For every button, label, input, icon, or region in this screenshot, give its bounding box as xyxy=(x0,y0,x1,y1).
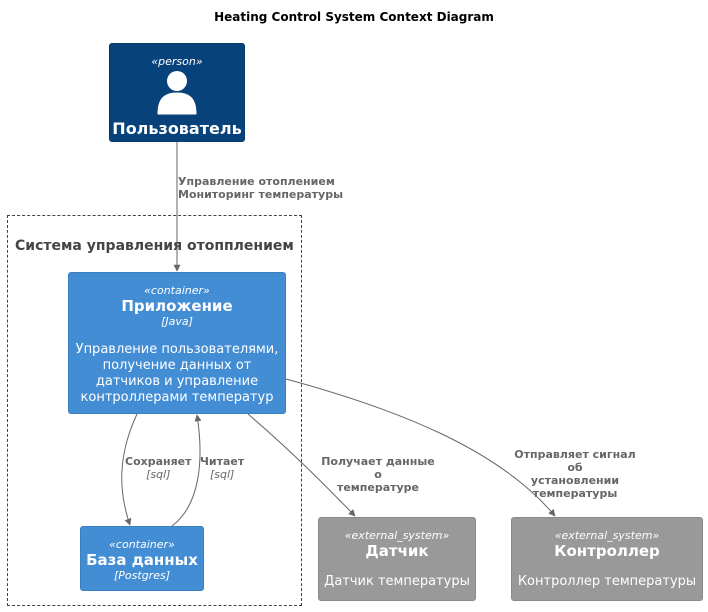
edge-app-to-controller xyxy=(285,378,556,517)
controller-stereotype: «external_system» xyxy=(554,529,660,542)
boundary-label: Система управления отопплением xyxy=(15,238,294,254)
relation-db-app-label: Читает [sql] xyxy=(200,455,245,481)
edge-db-to-app xyxy=(171,414,202,527)
edge-app-to-sensor xyxy=(247,413,356,517)
diagram-title: Heating Control System Context Diagram xyxy=(214,10,494,24)
relation-user-app-label: Управление отоплением Мониторинг темпера… xyxy=(178,175,344,201)
external-system-controller[interactable]: «external_system» Контроллер Контроллер … xyxy=(511,517,703,601)
external-system-sensor[interactable]: «external_system» Датчик Датчик температ… xyxy=(318,517,476,601)
db-name: База данных xyxy=(86,551,198,569)
db-stereotype: «container» xyxy=(109,538,175,551)
relation-app-controller-label: Отправляет сигнал об установлении темпер… xyxy=(514,448,636,500)
sensor-stereotype: «external_system» xyxy=(344,529,450,542)
app-name: Приложение xyxy=(121,297,233,315)
edge-app-to-db xyxy=(121,413,138,526)
person-icon xyxy=(157,71,197,115)
app-description: Управление пользователями, получение дан… xyxy=(75,342,279,405)
container-database[interactable]: «container» База данных [Postgres] xyxy=(80,526,204,591)
app-tech: [Java] xyxy=(161,315,193,328)
system-boundary xyxy=(7,215,302,606)
relation-app-db-label: Сохраняет [sql] xyxy=(125,455,192,481)
db-tech: [Postgres] xyxy=(114,569,170,582)
controller-description: Контроллер температуры xyxy=(517,574,697,589)
sensor-name: Датчик xyxy=(365,542,429,560)
relation-app-sensor-label: Получает данные о температуре xyxy=(321,455,435,494)
sensor-description: Датчик температуры xyxy=(324,574,470,589)
controller-name: Контроллер xyxy=(554,542,660,560)
container-app[interactable]: «container» Приложение [Java] Управление… xyxy=(68,272,286,414)
person-stereotype: «person» xyxy=(151,55,203,68)
app-stereotype: «container» xyxy=(144,284,210,297)
person-name: Пользователь xyxy=(112,119,242,138)
person-user[interactable]: «person» Пользователь xyxy=(109,43,245,142)
